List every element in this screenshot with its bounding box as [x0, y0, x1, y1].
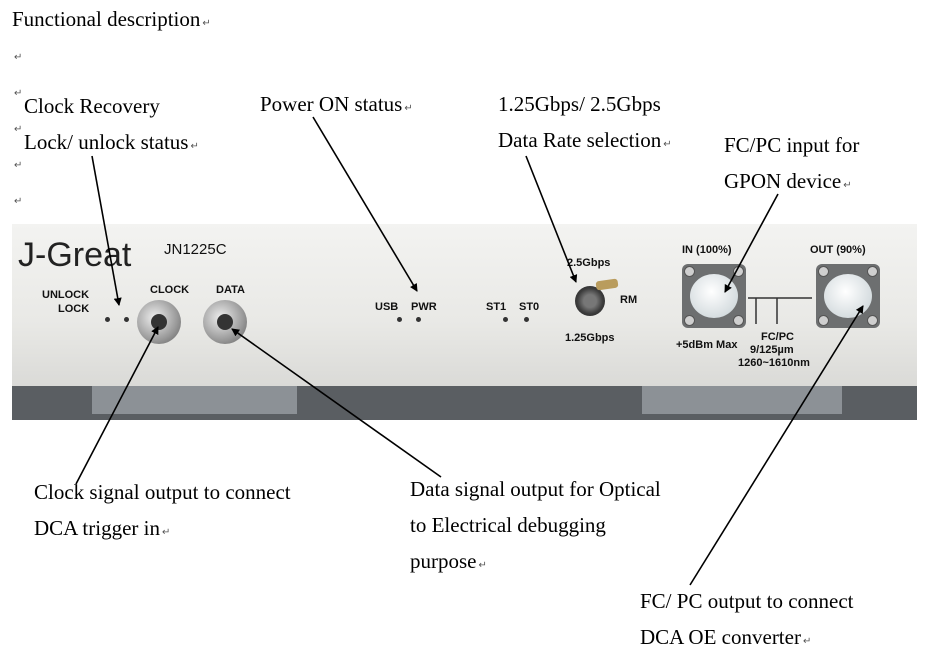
screw: [733, 315, 744, 326]
data-output-label-line3: purpose↵: [410, 549, 487, 573]
data-rate-label-line2: Data Rate selection↵: [498, 128, 672, 152]
fc-input-arrow: [724, 193, 779, 293]
data-connector[interactable]: [203, 300, 247, 344]
pwr-label: PWR: [411, 301, 437, 313]
data-output-label-line2: to Electrical debugging: [410, 513, 606, 537]
clock-recovery-label: Clock Recovery: [24, 94, 160, 118]
rate-arrow: [525, 155, 578, 283]
clock-output-label-line2: DCA trigger in↵: [34, 516, 171, 540]
dust-cap: [824, 274, 872, 318]
power-arrow: [312, 116, 418, 292]
data-rate-label-line1: 1.25Gbps/ 2.5Gbps: [498, 92, 661, 116]
rate-toggle-switch[interactable]: [575, 286, 605, 316]
device-photo: J-Great JN1225C UNLOCK LOCK CLOCK DATA U…: [12, 224, 917, 420]
paragraph-mark: ↵: [14, 196, 23, 207]
fiber-type-label: FC/PC: [761, 331, 794, 343]
lock-label: LOCK: [58, 303, 90, 315]
usb-label: USB: [375, 301, 399, 313]
wavelength-label: 1260~1610nm: [738, 357, 810, 369]
fiber-bracket: [748, 297, 812, 324]
data-output-label-line1: Data signal output for Optical: [410, 477, 661, 501]
st1-led: [503, 317, 508, 322]
rm-label: RM: [620, 294, 638, 306]
screw: [684, 266, 695, 277]
fc-output-label-line2: DCA OE converter↵: [640, 625, 812, 649]
power-on-label: Power ON status↵: [260, 92, 413, 116]
device-foot: [92, 386, 297, 414]
screw: [867, 315, 878, 326]
clock-connector[interactable]: [137, 300, 181, 344]
max-power-label: +5dBm Max: [676, 339, 738, 351]
in-port-label: IN (100%): [682, 244, 732, 256]
unlock-led: [124, 317, 129, 322]
fc-input-label-line1: FC/PC input for: [724, 133, 860, 157]
model-label: JN1225C: [164, 241, 227, 258]
rate-high-label: 2.5Gbps: [567, 257, 611, 269]
clock-label: CLOCK: [150, 284, 190, 296]
clock-output-arrow: [75, 326, 159, 485]
front-panel: J-Great JN1225C UNLOCK LOCK CLOCK DATA U…: [12, 224, 917, 388]
fc-output-arrow: [689, 305, 864, 586]
screw: [818, 266, 829, 277]
screw: [684, 315, 695, 326]
paragraph-mark: ↵: [14, 52, 23, 63]
fc-input-label-line2: GPON device↵: [724, 169, 852, 193]
lock-arrow: [91, 155, 122, 306]
rate-low-label: 1.25Gbps: [565, 332, 615, 344]
paragraph-mark: ↵: [14, 124, 23, 135]
out-port-label: OUT (90%): [810, 244, 866, 256]
st0-label: ST0: [519, 301, 540, 313]
data-output-arrow: [231, 328, 442, 478]
unlock-label: UNLOCK: [42, 289, 90, 301]
screw: [818, 315, 829, 326]
fc-output-connector[interactable]: [816, 264, 880, 328]
paragraph-mark: ↵: [14, 160, 23, 171]
st0-led: [524, 317, 529, 322]
device-foot: [642, 386, 842, 414]
fiber-core-label: 9/125µm: [750, 344, 794, 356]
lock-led: [105, 317, 110, 322]
pwr-led: [416, 317, 421, 322]
paragraph-mark: ↵: [14, 88, 23, 99]
lock-status-label: Lock/ unlock status↵: [24, 130, 199, 154]
fc-output-label-line1: FC/ PC output to connect: [640, 589, 854, 613]
data-label: DATA: [216, 284, 245, 296]
device-base: [12, 386, 917, 420]
st1-label: ST1: [486, 301, 507, 313]
screw: [867, 266, 878, 277]
heading: Functional description↵: [12, 7, 211, 31]
usb-led: [397, 317, 402, 322]
